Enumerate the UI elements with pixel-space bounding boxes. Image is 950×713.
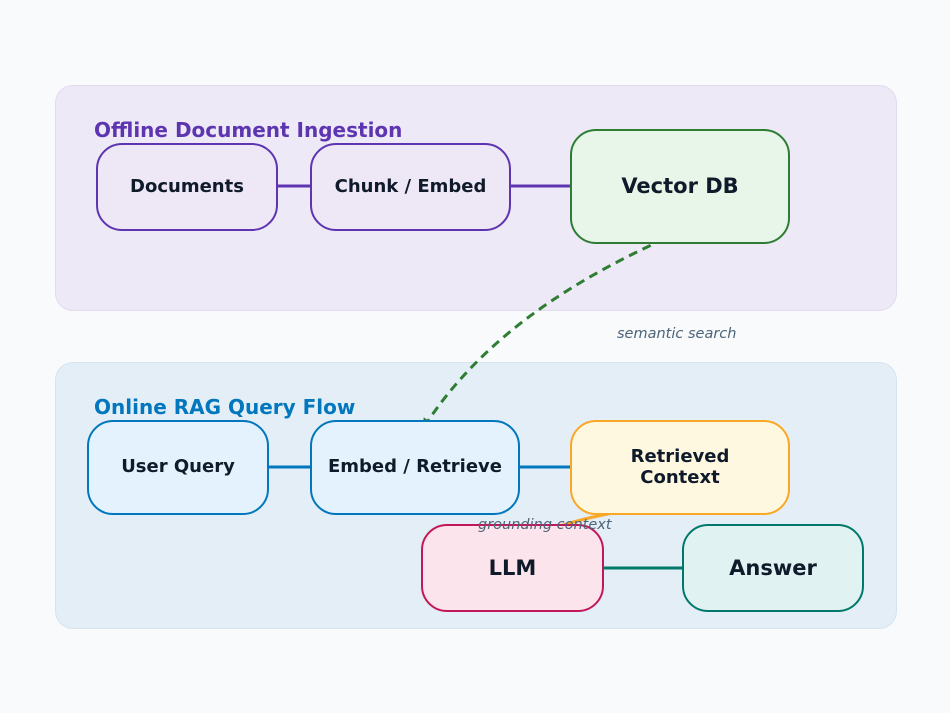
- offline-group-title: Offline Document Ingestion: [94, 118, 403, 142]
- online-group-title: Online RAG Query Flow: [94, 395, 356, 419]
- vector-db-node[interactable]: Vector DB: [570, 129, 790, 244]
- grounding-context-label: grounding context: [478, 517, 612, 533]
- llm-node[interactable]: LLM: [421, 524, 604, 612]
- edge-semantic-search: [422, 231, 679, 430]
- documents-node[interactable]: Documents: [96, 143, 278, 231]
- embed-retrieve-node[interactable]: Embed / Retrieve: [310, 420, 520, 515]
- semantic-search-label: semantic search: [617, 326, 737, 342]
- answer-node[interactable]: Answer: [682, 524, 864, 612]
- chunk-embed-node[interactable]: Chunk / Embed: [310, 143, 511, 231]
- user-query-node[interactable]: User Query: [87, 420, 269, 515]
- retrieved-context-node[interactable]: Retrieved Context: [570, 420, 790, 515]
